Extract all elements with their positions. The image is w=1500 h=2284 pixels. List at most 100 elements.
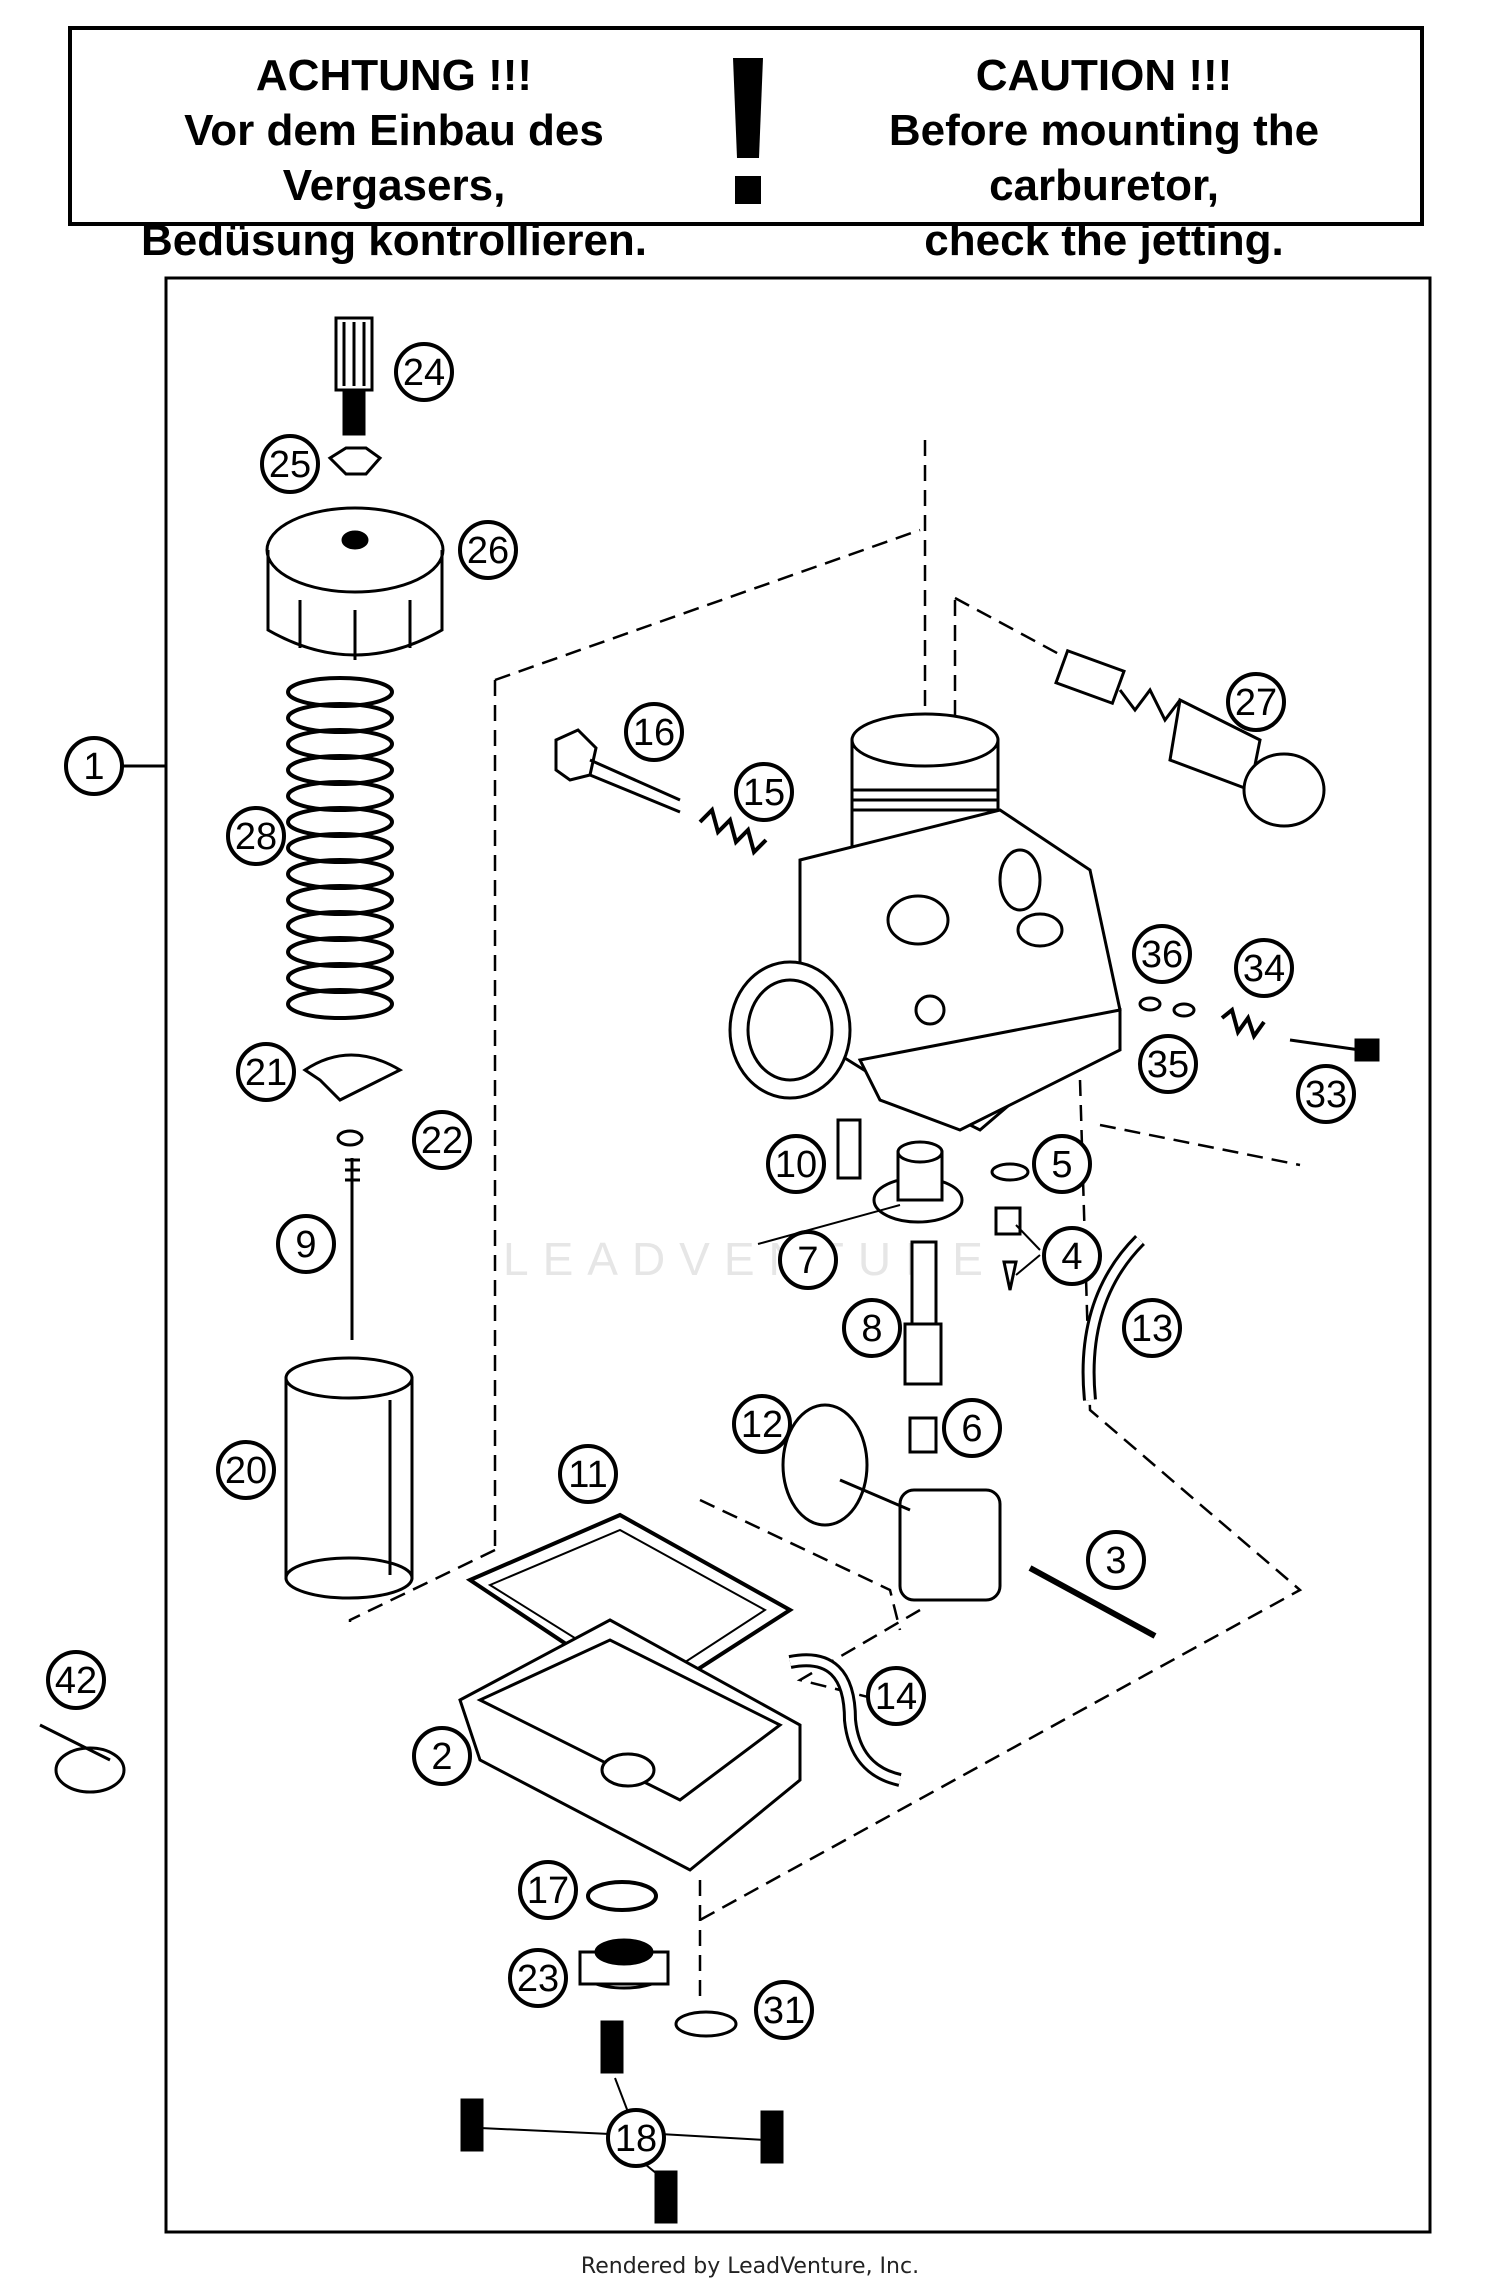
callout-circle xyxy=(732,1394,792,1454)
callout-circle xyxy=(216,1440,276,1500)
callout-circle xyxy=(394,342,454,402)
callout-circle xyxy=(754,1980,814,2040)
callout-number: 42 xyxy=(55,1660,97,1702)
german-line-2: Bedüsung kontrollieren. xyxy=(140,216,648,265)
callout-circle xyxy=(1234,938,1294,998)
callout-number: 15 xyxy=(743,772,785,814)
callout-number: 2 xyxy=(431,1736,452,1778)
cable-bracket-part xyxy=(674,2010,738,2038)
callout-1: 1 xyxy=(64,736,124,796)
callout-number: 3 xyxy=(1105,1540,1126,1582)
callout-circle xyxy=(1226,672,1286,732)
callout-35: 35 xyxy=(1138,1034,1198,1094)
callout-number: 9 xyxy=(295,1224,316,1266)
callout-16: 16 xyxy=(624,702,684,762)
callout-36: 36 xyxy=(1132,924,1192,984)
callout-18: 18 xyxy=(606,2108,666,2168)
callout-circle xyxy=(766,1134,826,1194)
callout-number: 22 xyxy=(421,1120,463,1162)
choke-plunger-part xyxy=(1054,648,1326,828)
callout-number: 16 xyxy=(633,712,675,754)
callout-number: 8 xyxy=(861,1308,882,1350)
callout-number: 6 xyxy=(961,1408,982,1450)
callout-labels: 1234567891011121314151617182021222324252… xyxy=(46,342,1356,2168)
caution-box: ACHTUNG !!! Vor dem Einbau des Vergasers… xyxy=(68,26,1424,265)
callout-circle xyxy=(1138,1034,1198,1094)
callout-15: 15 xyxy=(734,762,794,822)
callout-circle xyxy=(1042,1226,1102,1286)
callout-circle xyxy=(236,1042,296,1102)
washer-part xyxy=(1172,1002,1196,1018)
float-pin-part xyxy=(1028,1565,1157,1639)
bowl-screws-part xyxy=(460,2020,784,2224)
callout-number: 25 xyxy=(269,444,311,486)
callout-circle xyxy=(1122,1298,1182,1358)
callout-25: 25 xyxy=(260,434,320,494)
callout-number: 33 xyxy=(1305,1074,1347,1116)
callout-number: 28 xyxy=(235,816,277,858)
callout-24: 24 xyxy=(394,342,454,402)
callout-26: 26 xyxy=(458,520,518,580)
callout-31: 31 xyxy=(754,1980,814,2040)
callout-34: 34 xyxy=(1234,938,1294,998)
callout-number: 12 xyxy=(741,1404,783,1446)
callout-21: 21 xyxy=(236,1042,296,1102)
callout-circle xyxy=(1032,1134,1092,1194)
callout-number: 14 xyxy=(875,1676,917,1718)
callout-number: 18 xyxy=(615,2118,657,2160)
cable-adjuster-part xyxy=(334,316,374,436)
callout-number: 21 xyxy=(245,1052,287,1094)
english-title: CAUTION !!! xyxy=(975,51,1233,100)
german-warning: ACHTUNG !!! Vor dem Einbau des Vergasers… xyxy=(84,48,704,268)
callout-circle xyxy=(64,736,124,796)
drain-plug-o-ring-part xyxy=(586,1880,658,1912)
throttle-spring-part xyxy=(286,676,394,1020)
main-jet-part xyxy=(908,1416,938,1454)
callout-13: 13 xyxy=(1122,1298,1182,1358)
float-bowl-part xyxy=(458,1618,802,1872)
callout-number: 11 xyxy=(568,1454,607,1496)
callout-circle xyxy=(624,702,684,762)
needle-jet-part xyxy=(903,1240,943,1386)
callout-20: 20 xyxy=(216,1440,276,1500)
kit-frame xyxy=(164,276,1432,2234)
callout-3: 3 xyxy=(1086,1530,1146,1590)
callout-23: 23 xyxy=(508,1948,568,2008)
callout-circle xyxy=(606,2108,666,2168)
float-needle-valve-part xyxy=(994,1206,1022,1291)
callout-number: 20 xyxy=(225,1450,267,1492)
callout-number: 13 xyxy=(1131,1308,1173,1350)
callout-number: 23 xyxy=(517,1958,559,2000)
watermark: LEADVENTURE xyxy=(503,1233,997,1285)
callout-circle xyxy=(46,1650,106,1710)
callout-circle xyxy=(412,1726,472,1786)
float-needle-ring-part xyxy=(990,1162,1030,1182)
callout-circle xyxy=(260,434,320,494)
callout-circle xyxy=(842,1298,902,1358)
callout-10: 10 xyxy=(766,1134,826,1194)
callout-2: 2 xyxy=(412,1726,472,1786)
callout-12: 12 xyxy=(732,1394,792,1454)
callout-number: 7 xyxy=(797,1240,818,1282)
callout-17: 17 xyxy=(518,1860,578,1920)
air-screw-part xyxy=(1289,1038,1380,1062)
german-line-1: Vor dem Einbau des Vergasers, xyxy=(184,106,604,210)
callout-42: 42 xyxy=(46,1650,106,1710)
callout-circle xyxy=(276,1214,336,1274)
footer-credit: Rendered by LeadVenture, Inc. xyxy=(580,2254,920,2279)
jet-needle-part xyxy=(345,1158,360,1340)
callout-number: 10 xyxy=(775,1144,817,1186)
callout-circle xyxy=(458,520,518,580)
idle-screw-spring-part xyxy=(698,806,768,856)
callout-circle xyxy=(734,762,794,822)
callout-circle xyxy=(518,1860,578,1920)
callout-circle xyxy=(1296,1064,1356,1124)
carburetor-body-part xyxy=(728,712,1122,1132)
callout-circle xyxy=(866,1666,926,1726)
callout-leaders xyxy=(757,1204,1041,1276)
idle-screw-part xyxy=(554,728,681,814)
callout-circle xyxy=(778,1230,838,1290)
callout-6: 6 xyxy=(942,1398,1002,1458)
callout-number: 34 xyxy=(1243,948,1285,990)
